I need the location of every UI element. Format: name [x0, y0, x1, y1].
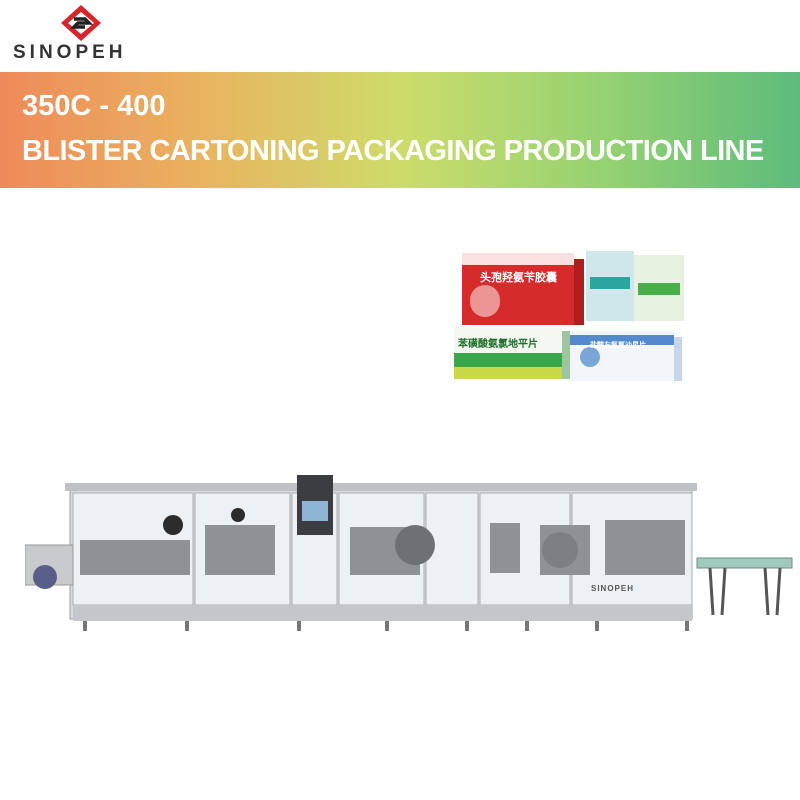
blister-cartoning-machine-image: [24, 465, 795, 640]
product-boxes-image: 头孢羟氨苄胶囊 苯磺酸氨氯地平片 盐酸左氧氟沙星片: [440, 245, 690, 385]
brand-logo: SINOPEH: [0, 0, 160, 70]
header-banner: 350C - 400 BLISTER CARTONING PACKAGING P…: [0, 72, 800, 188]
sinopeh-logo-icon: [61, 5, 101, 41]
green-box-label: 苯磺酸氨氯地平片: [458, 339, 538, 350]
machine-brand-mark: SINOPEH: [591, 584, 635, 593]
blue-box-label: 盐酸左氧氟沙星片: [590, 341, 646, 349]
model-number: 350C - 400: [22, 90, 166, 122]
red-box-label: 头孢羟氨苄胶囊: [480, 271, 557, 284]
product-title: BLISTER CARTONING PACKAGING PRODUCTION L…: [22, 135, 764, 167]
brand-name: SINOPEH: [13, 42, 127, 63]
